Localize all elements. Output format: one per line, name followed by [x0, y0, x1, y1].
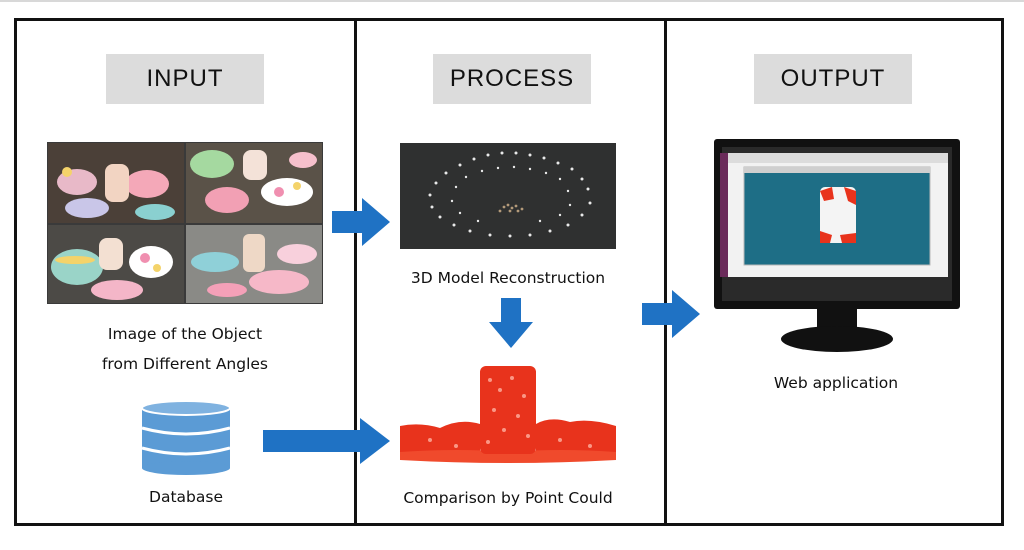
top-rule [0, 0, 1024, 2]
arrow-right-icon [332, 198, 390, 246]
reconstruction-label: 3D Model Reconstruction [410, 269, 606, 287]
monitor-icon [714, 139, 960, 352]
arrow-right-icon [263, 418, 390, 464]
diagram-frame [14, 18, 1004, 526]
photo-caption-line-2: from Different Angles [101, 355, 269, 373]
database-icon [141, 400, 231, 475]
photo-angle-3 [48, 225, 184, 303]
photo-caption-line-1: Image of the Object [107, 325, 263, 343]
arrow-down-icon [489, 298, 533, 348]
point-cloud-comparison-image [400, 356, 616, 474]
object-photos-collage [47, 142, 323, 304]
arrow-right-icon [642, 290, 700, 338]
photo-angle-2 [186, 143, 322, 223]
database-label: Database [149, 488, 223, 506]
sparse-reconstruction-image [400, 143, 616, 249]
column-divider-1 [354, 18, 357, 526]
process-header: PROCESS [433, 54, 591, 104]
photo-angle-1 [48, 143, 184, 223]
comparison-label: Comparison by Point Could [403, 489, 613, 507]
photo-caption: Image of the Object from Different Angle… [47, 319, 323, 379]
output-header: OUTPUT [754, 54, 912, 104]
column-divider-2 [664, 18, 667, 526]
input-header: INPUT [106, 54, 264, 104]
photo-angle-4 [186, 225, 322, 303]
webapp-label: Web application [773, 374, 899, 392]
